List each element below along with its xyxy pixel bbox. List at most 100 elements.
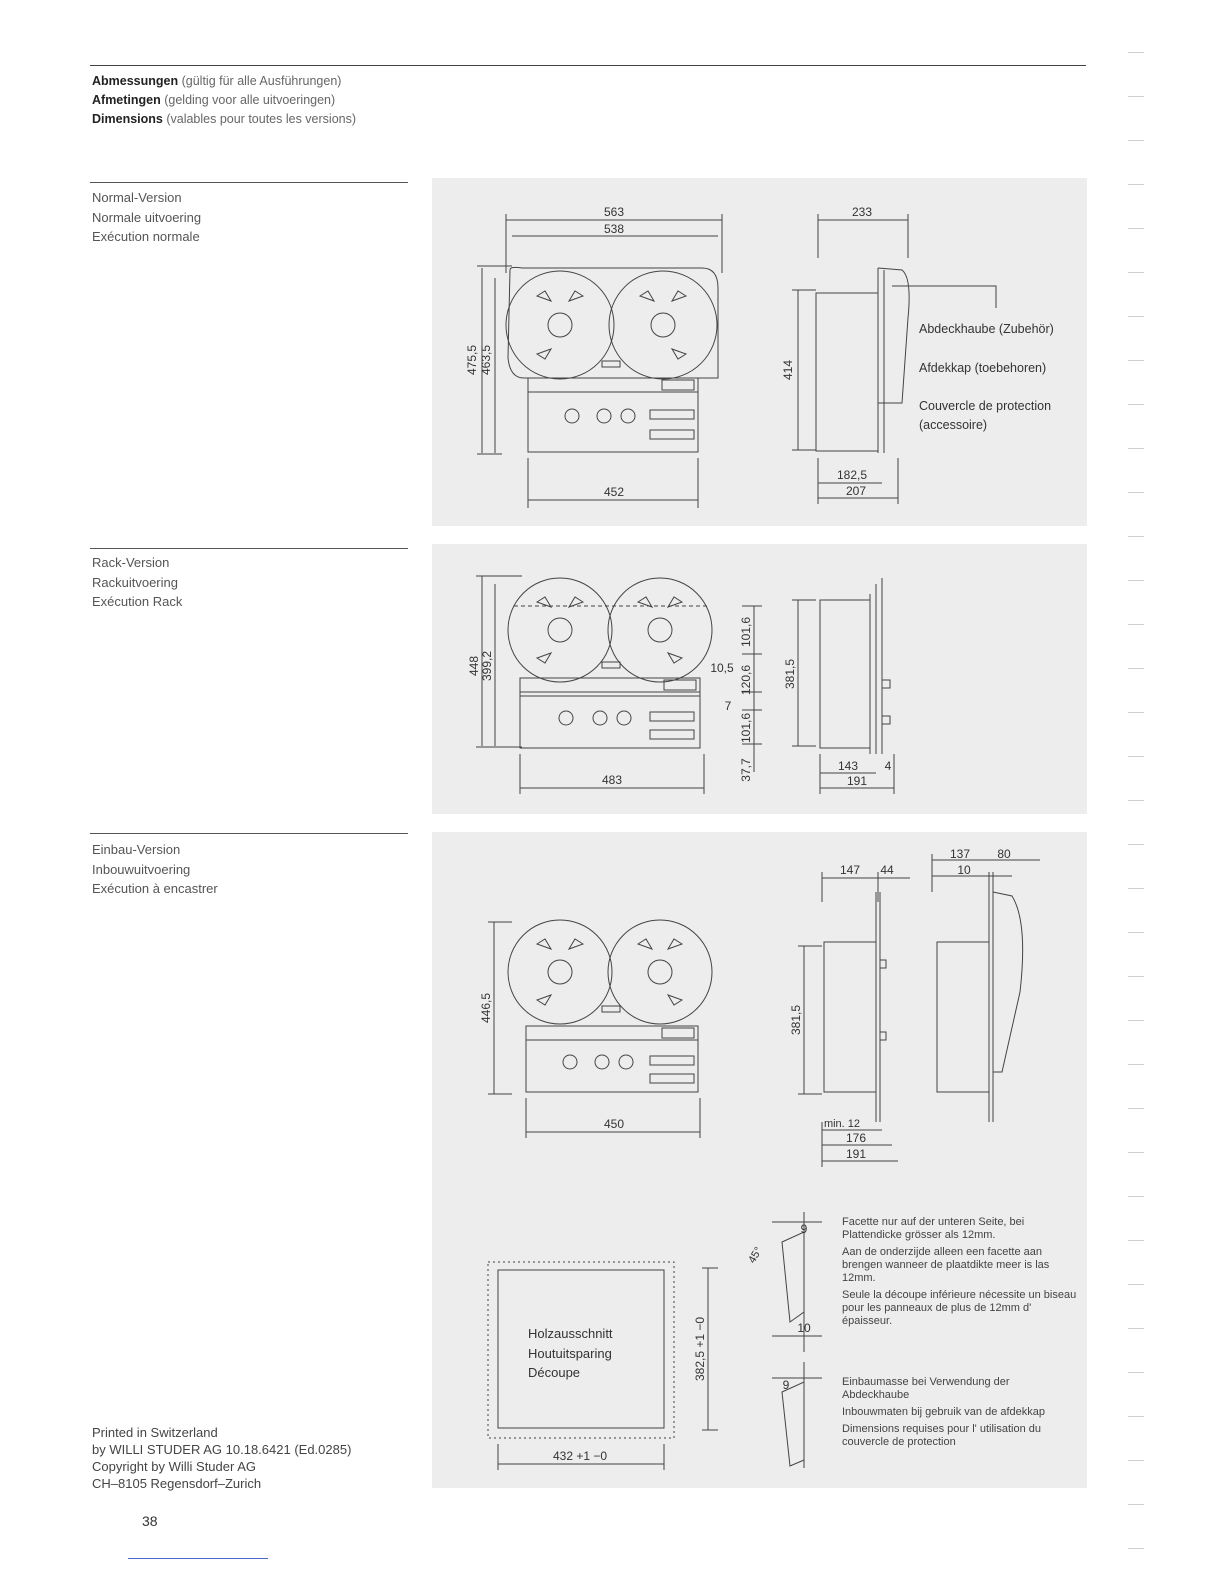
dim-101-6-top: 101,6 — [739, 617, 753, 647]
label-de: Rack-Version — [92, 555, 170, 570]
dim-101-6-bottom: 101,6 — [739, 713, 753, 743]
einbau-version-drawing: 446,5 450 147 44 137 80 10 381,5 min. 12… — [479, 847, 1040, 1470]
margin-tick — [1128, 756, 1144, 757]
bevel-note-nl: Aan de onderzijde alleen een facette aan… — [842, 1246, 1050, 1284]
margin-tick — [1128, 712, 1144, 713]
cover-note-nl: Afdekkap (toebehoren) — [919, 361, 1046, 375]
margin-tick — [1128, 976, 1144, 977]
dim-height-463-5: 463,5 — [479, 345, 493, 375]
label-fr: Exécution Rack — [92, 594, 183, 609]
cover-note-de: Abdeckhaube (Zubehör) — [919, 322, 1054, 336]
dim-depth-191: 191 — [847, 774, 867, 788]
label-nl: Inbouwuitvoering — [92, 861, 191, 877]
einbau-section-rule — [90, 833, 408, 834]
imprint-line: Printed in Switzerland — [92, 1425, 218, 1440]
label-nl: Normale uitvoering — [92, 209, 202, 225]
dim-height-381-5: 381,5 — [789, 1005, 803, 1035]
margin-tick — [1128, 1372, 1144, 1373]
label-de: Normal-Version — [92, 190, 182, 205]
dim-137: 137 — [950, 847, 970, 861]
margin-tick — [1128, 1328, 1144, 1329]
dimensions-heading: Abmessungen (gültig für alle Ausführunge… — [92, 72, 356, 129]
bottom-rule — [128, 1558, 268, 1559]
imprint-line: by WILLI STUDER AG 10.18.6421 (Ed.0285) — [92, 1442, 352, 1457]
margin-tick — [1128, 228, 1144, 229]
header-rule — [90, 65, 1086, 66]
margin-tick — [1128, 1020, 1144, 1021]
margin-tick — [1128, 1460, 1144, 1461]
rack-section-rule — [90, 548, 408, 549]
dim-44: 44 — [880, 863, 894, 877]
margin-tick — [1128, 448, 1144, 449]
margin-tick — [1128, 580, 1144, 581]
normal-section-rule — [90, 182, 408, 183]
margin-tick — [1128, 1196, 1144, 1197]
dim-176: 176 — [846, 1131, 866, 1145]
einbau-version-drawing-panel: 446,5 450 147 44 137 80 10 381,5 min. 12… — [432, 832, 1087, 1488]
margin-tick — [1128, 316, 1144, 317]
cover-note-fr-2: (accessoire) — [919, 418, 987, 432]
label-fr: Exécution à encastrer — [92, 881, 218, 896]
margin-tick — [1128, 1064, 1144, 1065]
margin-tick — [1128, 184, 1144, 185]
dim-depth-143: 143 — [838, 759, 858, 773]
margin-tick — [1128, 536, 1144, 537]
normal-version-drawing-panel: 563 538 475,5 463,5 452 233 414 182,5 20… — [432, 178, 1087, 526]
heading-fr: Dimensions (valables pour toutes les ver… — [92, 112, 357, 126]
margin-tick — [1128, 800, 1144, 801]
einbau-version-labels: Einbau-Version Inbouwuitvoering Exécutio… — [92, 840, 218, 899]
dim-width-450: 450 — [604, 1117, 624, 1131]
heading-nl: Afmetingen (gelding voor alle uitvoering… — [92, 93, 336, 107]
rack-version-drawing: 448 399,2 101,6 10,5 120,6 7 101,6 37,7 … — [467, 575, 895, 794]
imprint-line: CH–8105 Regensdorf–Zurich — [92, 1476, 262, 1491]
margin-tick — [1128, 844, 1144, 845]
margin-tick — [1128, 140, 1144, 141]
margin-tick — [1128, 1504, 1144, 1505]
cutout-label-de: Holzausschnitt — [528, 1326, 613, 1341]
dim-37-7: 37,7 — [739, 758, 753, 782]
normal-version-drawing: 563 538 475,5 463,5 452 233 414 182,5 20… — [465, 205, 1054, 508]
dim-width-538: 538 — [604, 222, 624, 236]
dim-depth-207: 207 — [846, 484, 866, 498]
dim-10: 10 — [957, 863, 971, 877]
margin-tick — [1128, 272, 1144, 273]
detail-angle-45: 45° — [746, 1245, 765, 1265]
dim-191: 191 — [846, 1147, 866, 1161]
page-number: 38 — [142, 1513, 158, 1529]
cover-install-note-nl: Inbouwmaten bij gebruik van de afdekkap — [842, 1406, 1046, 1418]
cutout-height: 382,5 +1 −0 — [693, 1317, 707, 1381]
dim-height-399-2: 399,2 — [480, 651, 494, 681]
cover-install-note-fr: Dimensions requises pour l' utilisation … — [842, 1423, 1041, 1448]
margin-tick — [1128, 1240, 1144, 1241]
dim-height-475-5: 475,5 — [465, 345, 479, 375]
detail-dim-9-top: 9 — [801, 1222, 808, 1236]
margin-tick — [1128, 96, 1144, 97]
cutout-width: 432 +1 −0 — [553, 1449, 607, 1463]
margin-tick — [1128, 1284, 1144, 1285]
dim-width-563: 563 — [604, 205, 624, 219]
margin-tick — [1128, 1152, 1144, 1153]
margin-tick — [1128, 360, 1144, 361]
bevel-note-de: Facette nur auf der unteren Seite, bei P… — [842, 1216, 1025, 1241]
detail-dim-9-bottom: 9 — [783, 1378, 790, 1392]
detail-dim-10: 10 — [797, 1321, 811, 1335]
dim-height-414: 414 — [781, 360, 795, 380]
heading-de: Abmessungen (gültig für alle Ausführunge… — [92, 74, 342, 88]
margin-tick — [1128, 624, 1144, 625]
margin-tick — [1128, 668, 1144, 669]
cutout-label-nl: Houtuitsparing — [528, 1346, 612, 1361]
dim-height-446-5: 446,5 — [479, 993, 493, 1023]
label-de: Einbau-Version — [92, 842, 181, 857]
bevel-note: Facette nur auf der unteren Seite, bei P… — [842, 1216, 1082, 1328]
rack-version-drawing-panel: 448 399,2 101,6 10,5 120,6 7 101,6 37,7 … — [432, 544, 1087, 814]
dim-depth-233: 233 — [852, 205, 872, 219]
margin-tick — [1128, 404, 1144, 405]
cover-install-note-de: Einbaumasse bei Verwendung der Abdeckhau… — [842, 1376, 1010, 1401]
dim-depth-182-5: 182,5 — [837, 468, 867, 482]
label-nl: Rackuitvoering — [92, 574, 178, 590]
dim-4: 4 — [885, 759, 892, 773]
dim-width-483: 483 — [602, 773, 622, 787]
dim-147: 147 — [840, 863, 860, 877]
label-fr: Exécution normale — [92, 229, 200, 244]
cutout-label-fr: Découpe — [528, 1365, 580, 1380]
